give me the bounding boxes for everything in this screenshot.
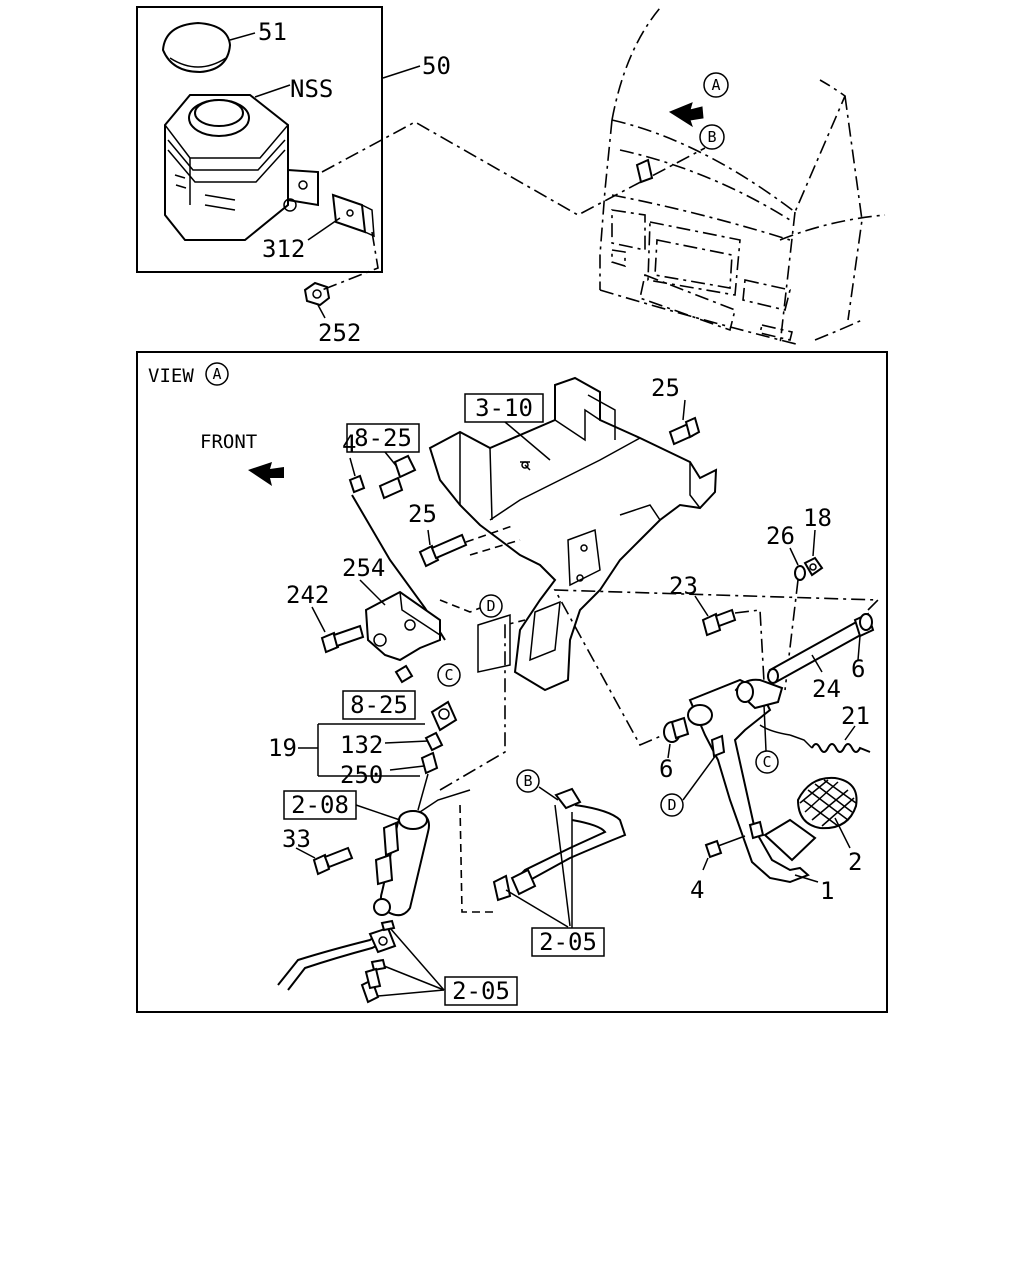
label-plate: 254 [342,554,385,582]
svg-text:D: D [667,796,676,814]
reservoir-tank [164,94,319,241]
ref-box-hose-right: 2-05 [531,927,605,957]
label-washer: 26 [766,522,795,550]
locknut-132 [424,731,444,752]
svg-text:B: B [523,772,532,790]
callout-detail-b: B [699,124,725,150]
bushing-left [663,716,690,743]
ref-box-hose-bottom: 2-05 [444,976,518,1006]
reservoir-cap [161,21,232,74]
label-bracket: 312 [262,235,305,263]
pushrod-clevis [430,700,458,732]
reservoir-frame [136,6,383,273]
view-direction-arrow-icon [668,102,704,128]
svg-text:C: C [762,753,771,771]
label-bushing-left: 6 [659,755,673,783]
pedal-pad [763,776,858,862]
ref-box-cylinder: 2-08 [283,790,357,820]
svg-text:B: B [707,128,716,146]
bolt-mid [418,533,468,568]
label-nut: 252 [318,319,361,347]
bolt-pivot [701,608,737,637]
view-title: VIEW [148,365,194,387]
switch-plate [364,590,441,662]
rod-end-250 [417,751,439,811]
svg-text:3-10: 3-10 [475,394,533,422]
pedal-bracket [428,376,718,692]
label-nut-18: 18 [803,504,832,532]
label-bolt-plate: 242 [286,581,329,609]
label-bolt-mid: 25 [408,500,437,528]
callout-view-a: A [703,72,729,98]
pedal-switch-top [378,454,417,500]
reservoir-bracket [331,193,375,238]
label-shaft: 24 [812,675,841,703]
nut-18 [803,556,824,577]
svg-text:2-08: 2-08 [291,791,349,819]
front-label: FRONT [200,431,257,453]
clutch-pedal-arm [687,678,810,884]
washer-26 [794,565,806,581]
ref-box-bracket: 3-10 [464,393,544,423]
label-assembly: 50 [422,52,451,80]
callout-d-lower: D [660,793,684,817]
label-screw-top-left: 4 [342,430,356,458]
ref-box-switch-mid: 8-25 [342,690,416,720]
svg-text:A: A [212,365,221,383]
svg-text:8-25: 8-25 [350,691,408,719]
label-bolt-cylinder: 33 [282,825,311,853]
lower-hose [277,919,397,1004]
callout-d-upper: D [479,594,503,618]
view-title-callout: A [205,362,229,386]
svg-text:2-05: 2-05 [539,928,597,956]
pin-right [853,612,875,638]
label-rod-end: 250 [340,761,383,789]
front-arrow-icon [248,462,284,486]
label-pushrod-group: 19 [268,734,297,762]
label-cap: 51 [258,18,287,46]
callout-b-hose: B [516,769,540,793]
svg-text:2-05: 2-05 [452,977,510,1005]
svg-text:8-25: 8-25 [354,424,412,452]
callout-c-upper: C [437,663,461,687]
hose-line [492,787,627,902]
view-a-frame [136,351,888,1013]
label-bolt-pivot: 23 [669,572,698,600]
label-reservoir: NSS [290,75,333,103]
svg-text:A: A [711,76,720,94]
label-screw-pedal: 4 [690,876,704,904]
label-pedal-arm: 1 [820,877,834,905]
return-spring [789,734,871,753]
reservoir-detail-panel: 51 NSS 50 312 [136,6,451,273]
label-locknut: 132 [340,731,383,759]
bolt-plate [320,624,365,654]
label-bolt-top: 25 [651,374,680,402]
callout-c-lower: C [755,750,779,774]
ref-box-switch-top: 8-25 [346,423,420,453]
bolt-cylinder [312,846,354,876]
clutch-master-cylinder [373,789,471,917]
svg-text:C: C [444,666,453,684]
nut-switch-mid [394,664,414,684]
truck-cab-outline [599,7,886,346]
nut-252 [303,281,331,307]
label-spring: 21 [841,702,870,730]
svg-text:D: D [486,597,495,615]
bolt-top [668,416,701,446]
label-pedal-pad: 2 [848,848,862,876]
label-pin-right: 6 [851,655,865,683]
screw-pedal [704,835,746,859]
